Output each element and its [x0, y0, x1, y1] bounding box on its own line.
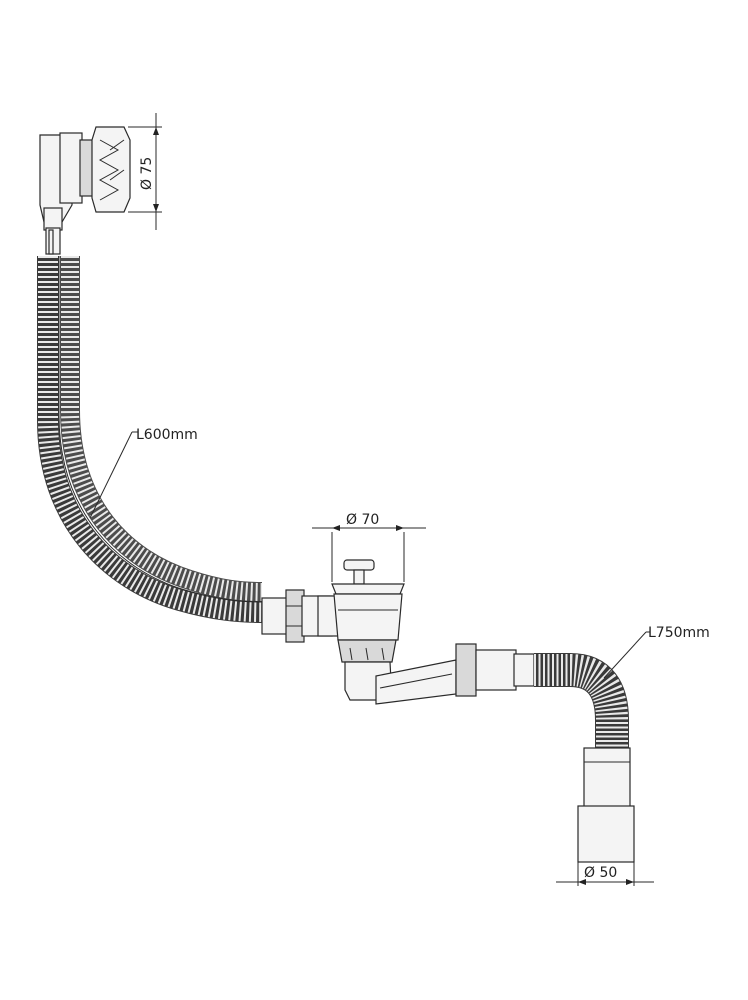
- overflow-hose-length-dimension: L600mm: [89, 427, 198, 519]
- overflow-assembly: [39, 126, 131, 255]
- overflow-hose: [37, 256, 263, 623]
- outlet-diameter-label: Ø 50: [584, 865, 617, 881]
- outlet-coupling: [455, 643, 535, 697]
- drain-hose-length-label: L750mm: [648, 625, 710, 641]
- drain-diameter-label: Ø 70: [346, 512, 379, 528]
- drain-assembly: [331, 559, 457, 705]
- overflow-diameter-dimension: Ø 75: [128, 113, 162, 230]
- overflow-diameter-label: Ø 75: [139, 157, 155, 190]
- drain-hose-length-dimension: L750mm: [603, 625, 710, 679]
- outlet-diameter-dimension: Ø 50: [556, 862, 654, 886]
- drain-hose: [534, 653, 635, 863]
- drain-diameter-dimension: Ø 70: [312, 512, 426, 582]
- overflow-hose-length-label: L600mm: [136, 427, 198, 443]
